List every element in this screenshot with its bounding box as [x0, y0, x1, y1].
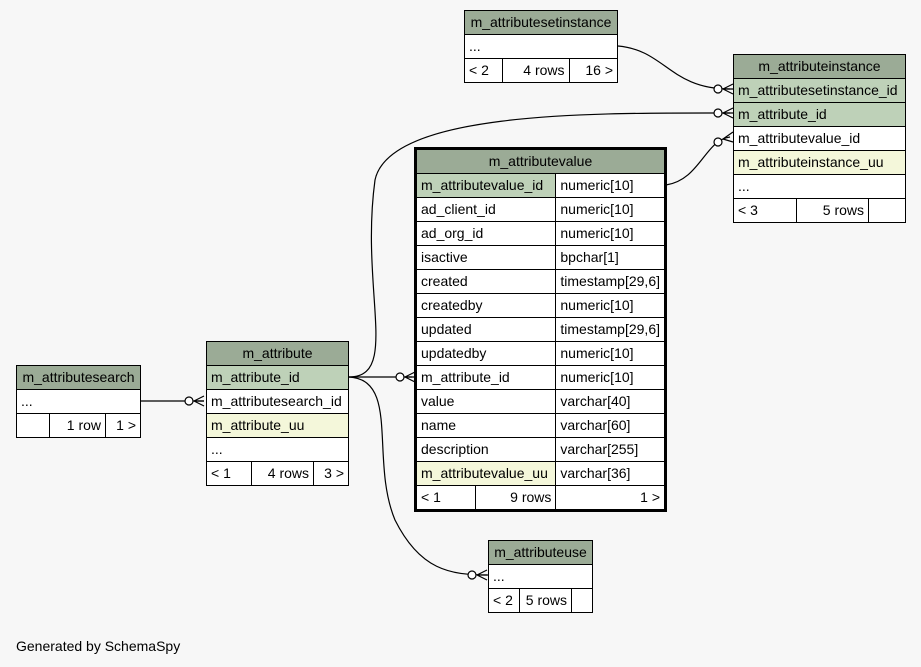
edge-end-circle	[713, 137, 723, 147]
edge-end-circle	[467, 570, 477, 580]
table-m-attributesetinstance[interactable]: m_attributesetinstance ... < 2 4 rows 16…	[463, 10, 619, 83]
column-type: bpchar[1]	[555, 245, 666, 270]
crowfoot-icon	[476, 569, 488, 581]
edge-setinstance-instance	[617, 45, 731, 90]
children-count	[868, 198, 906, 223]
parents-count: < 2	[488, 588, 520, 613]
column-name[interactable]: updated	[414, 317, 557, 342]
generated-by-label: Generated by SchemaSpy	[16, 638, 181, 654]
crowfoot-icon	[193, 395, 205, 407]
row-count: 5 rows	[519, 588, 572, 613]
column-name[interactable]: m_attributesetinstance_id	[733, 78, 906, 103]
column-name[interactable]: m_attributeinstance_uu	[733, 150, 906, 175]
children-count: 1 >	[105, 413, 141, 438]
edge-end-circle	[395, 372, 405, 382]
crowfoot-icon	[722, 131, 734, 143]
row-count: 4 rows	[251, 461, 314, 486]
row-count: 5 rows	[796, 198, 869, 223]
column-name[interactable]: description	[414, 437, 557, 462]
column-name[interactable]: ad_client_id	[414, 197, 557, 222]
columns-ellipsis: ...	[488, 564, 593, 589]
table-name[interactable]: m_attributesetinstance	[464, 10, 618, 35]
row-count: 9 rows	[474, 485, 557, 511]
edge-attribute-use	[348, 376, 489, 576]
column-name[interactable]: value	[414, 389, 557, 414]
edge-end-circle	[713, 84, 723, 94]
column-type: varchar[40]	[555, 389, 666, 414]
columns-ellipsis: ...	[206, 437, 349, 462]
column-type: varchar[255]	[555, 437, 666, 462]
row-count: 4 rows	[502, 58, 570, 83]
columns-ellipsis: ...	[733, 174, 906, 199]
table-m-attributesearch[interactable]: m_attributesearch ... 1 row 1 >	[16, 365, 141, 438]
column-type: timestamp[29,6]	[555, 269, 666, 294]
column-name[interactable]: m_attribute_id	[414, 365, 557, 390]
column-name[interactable]: createdby	[414, 293, 557, 318]
table-name[interactable]: m_attributeuse	[488, 540, 593, 565]
table-m-attribute[interactable]: m_attribute m_attribute_id m_attributese…	[206, 341, 349, 486]
children-count: 1 >	[555, 485, 666, 511]
column-type: numeric[10]	[555, 341, 666, 366]
row-count: 1 row	[49, 413, 106, 438]
parents-count: < 2	[463, 58, 504, 83]
columns-ellipsis: ...	[16, 389, 141, 414]
table-name[interactable]: m_attributesearch	[16, 365, 141, 390]
crowfoot-icon	[722, 83, 734, 95]
column-type: numeric[10]	[555, 173, 666, 198]
column-type: numeric[10]	[555, 221, 666, 246]
edge-end-circle	[713, 108, 723, 118]
children-count: 16 >	[568, 58, 619, 83]
column-type: varchar[60]	[555, 413, 666, 438]
column-name[interactable]: m_attributevalue_uu	[414, 461, 557, 486]
children-count	[571, 588, 593, 613]
parents-count: < 1	[206, 461, 252, 486]
column-name[interactable]: isactive	[414, 245, 557, 270]
column-name[interactable]: updatedby	[414, 341, 557, 366]
children-count: 3 >	[313, 461, 349, 486]
parents-count: < 3	[733, 198, 797, 223]
crowfoot-icon	[404, 371, 416, 383]
table-name[interactable]: m_attribute	[206, 341, 349, 366]
column-name[interactable]: m_attributesearch_id	[206, 389, 349, 414]
column-type: numeric[10]	[555, 365, 666, 390]
column-type: numeric[10]	[555, 197, 666, 222]
table-name[interactable]: m_attributevalue	[415, 148, 666, 174]
edge-attribute-instance	[348, 112, 731, 378]
column-type: varchar[36]	[555, 461, 666, 486]
table-name[interactable]: m_attributeinstance	[733, 54, 906, 79]
column-type: numeric[10]	[555, 293, 666, 318]
column-name[interactable]: m_attributevalue_id	[733, 126, 906, 151]
column-name[interactable]: m_attribute_uu	[206, 413, 349, 438]
parents-count	[16, 413, 50, 438]
crowfoot-icon	[722, 107, 734, 119]
column-name[interactable]: name	[414, 413, 557, 438]
column-name[interactable]: created	[414, 269, 557, 294]
table-m-attributeuse[interactable]: m_attributeuse ... < 2 5 rows	[488, 540, 593, 613]
column-name[interactable]: ad_org_id	[414, 221, 557, 246]
column-name[interactable]: m_attributevalue_id	[414, 173, 557, 198]
column-type: timestamp[29,6]	[555, 317, 666, 342]
table-m-attributeinstance[interactable]: m_attributeinstance m_attributesetinstan…	[733, 54, 906, 223]
column-name[interactable]: m_attribute_id	[733, 102, 906, 127]
column-name[interactable]: m_attribute_id	[206, 365, 349, 390]
parents-count: < 1	[415, 485, 476, 511]
columns-ellipsis: ...	[464, 34, 618, 59]
edge-end-circle	[184, 396, 194, 406]
